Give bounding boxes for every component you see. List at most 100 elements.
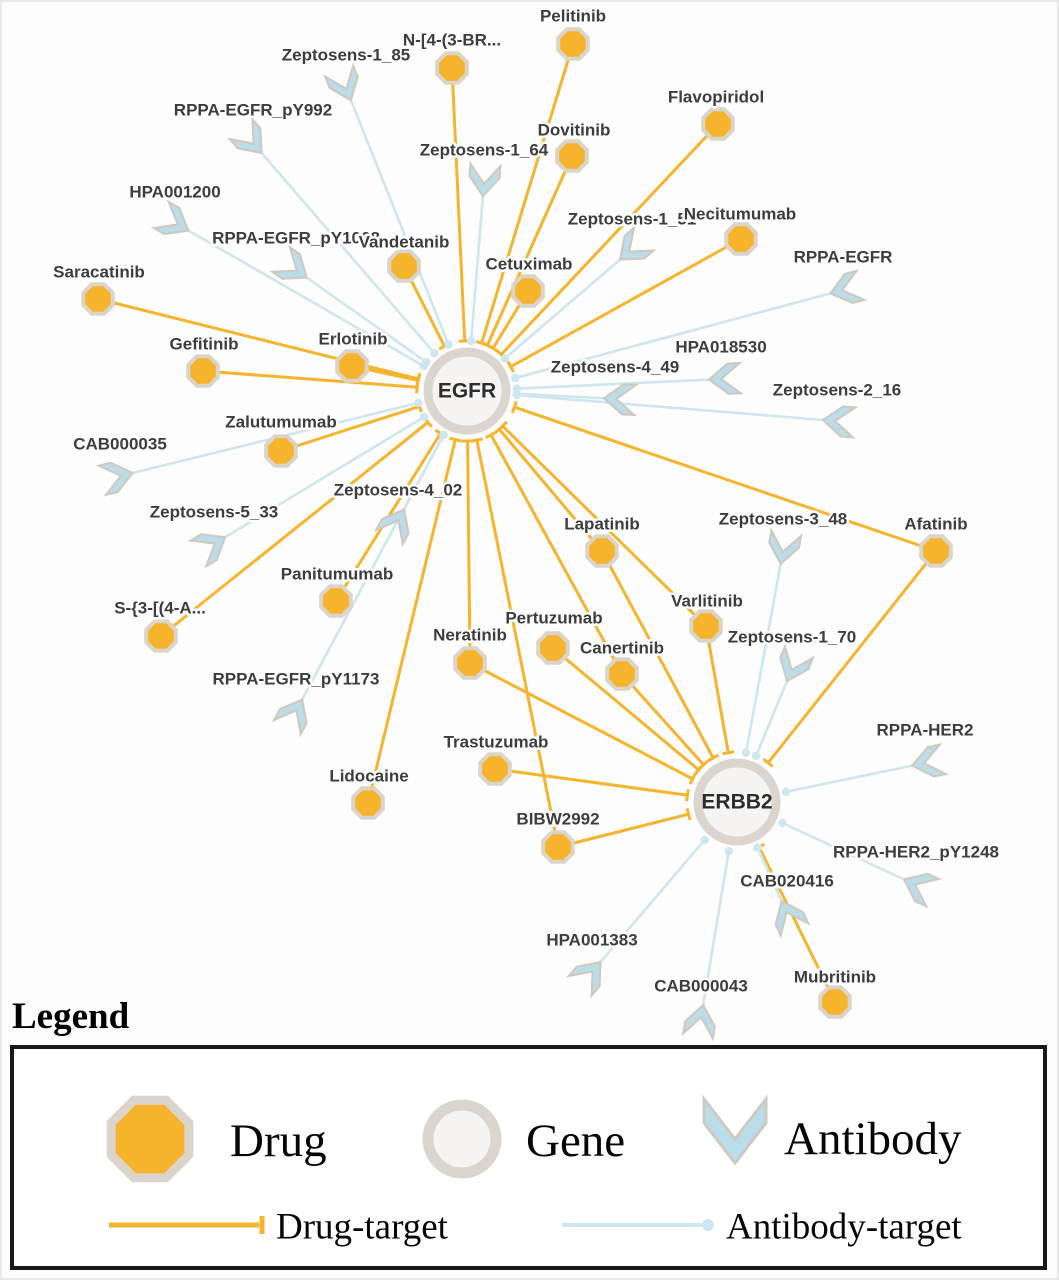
- drug-target-edge: [480, 43, 575, 344]
- node-label-zeptosens-4-49: Zeptosens-4_49: [551, 358, 680, 377]
- drug-target-tip: [497, 420, 508, 432]
- antibody-target-tip: [700, 835, 709, 845]
- drug-target-edge: [501, 425, 708, 628]
- drug-node-pelitinib: [556, 27, 590, 61]
- antibody-target-edge: [514, 288, 844, 380]
- drug-target-edge: [513, 405, 937, 553]
- drug-target-tip: [722, 750, 735, 756]
- gene-label-egfr: EGFR: [438, 380, 496, 403]
- antibody-node-rppa-egfr: [828, 268, 868, 305]
- antibody-node-hpa001200: [150, 199, 190, 236]
- drug-node-s-3-4-a: [144, 619, 178, 653]
- legend-label-antibody-target: Antibody-target: [726, 1207, 962, 1248]
- drug-target-tip: [487, 343, 499, 353]
- antibody-target-edge: [516, 392, 618, 401]
- antibody-target-edge: [516, 377, 723, 390]
- antibody-target-tip: [444, 340, 453, 349]
- edges-layer: [97, 43, 938, 1019]
- node-label-hpa018530: HPA018530: [675, 338, 766, 357]
- antibody-node-cab020416: [774, 899, 811, 939]
- antibody-target-tip: [422, 357, 431, 367]
- drug-node-bibw2992: [541, 830, 575, 864]
- node-label-zeptosens-1-64: Zeptosens-1_64: [420, 141, 549, 160]
- drug-node-flavopiridol: [701, 107, 735, 141]
- antibody-node-zeptosens-1-85: [323, 62, 359, 102]
- node-label-n-4-3-br: N-[4-(3-BR...: [403, 31, 501, 50]
- legend-label-drug-target: Drug-target: [276, 1207, 449, 1248]
- antibody-target-tip: [500, 354, 510, 363]
- node-label-zalutumumab: Zalutumumab: [225, 413, 336, 432]
- legend-title: Legend: [12, 996, 130, 1037]
- legend-box: Drug Gene Antibody Drug-target Antibody-…: [10, 1045, 1047, 1270]
- drug-target-edge: [202, 369, 418, 389]
- drug-node-dovitinib: [555, 139, 589, 173]
- antibody-target-tip: [751, 751, 761, 760]
- antibody-target-tip: [439, 430, 448, 440]
- drug-target-edge: [704, 625, 730, 754]
- antibody-target-edge: [176, 222, 425, 368]
- nodes-layer: [81, 27, 953, 1042]
- antibody-target-tip: [753, 843, 762, 852]
- antibody-node-zeptosens-1-64: [468, 160, 502, 198]
- drug-target-tip: [688, 772, 697, 785]
- drug-target-tip: [485, 430, 498, 440]
- antibody-node-hpa018530: [707, 361, 744, 395]
- antibody-target-edge: [785, 761, 926, 794]
- antibody-target-tip: [724, 847, 733, 856]
- node-label-panitumumab: Panitumumab: [281, 565, 393, 584]
- drug-target-edge: [486, 155, 574, 346]
- node-label-rppa-egfr: RPPA-EGFR: [794, 248, 893, 267]
- node-label-gefitinib: Gefitinib: [170, 335, 239, 354]
- node-label-dovitinib: Dovitinib: [538, 121, 611, 140]
- antibody-target-edge: [781, 821, 917, 887]
- drug-target-edge: [280, 404, 420, 453]
- node-label-vandetanib: Vandetanib: [359, 233, 450, 252]
- node-label-varlitinib: Varlitinib: [671, 592, 743, 611]
- antibody-node-zeptosens-1-70: [779, 643, 815, 683]
- node-label-zeptosens-1-70: Zeptosens-1_70: [728, 628, 857, 647]
- antibody-node-zeptosens-4-49: [602, 383, 640, 417]
- node-label-hpa001383: HPA001383: [546, 931, 637, 950]
- drug-target-tip: [415, 374, 421, 387]
- gene-node-egfr: [423, 347, 511, 435]
- node-label-trastuzumab: Trastuzumab: [444, 733, 549, 752]
- drug-node-zalutumumab: [264, 434, 298, 468]
- drug-node-necitumumab: [724, 222, 758, 256]
- antibody-node-zeptosens-1-51: [618, 224, 657, 261]
- gene-node-erbb2: [693, 758, 781, 846]
- node-label-rppa-egfr-py1173: RPPA-EGFR_pY1173: [213, 670, 380, 689]
- drug-node-panitumumab: [319, 584, 353, 618]
- drug-target-tip: [685, 789, 690, 802]
- node-label-lapatinib: Lapatinib: [564, 515, 640, 534]
- node-label-zeptosens-3-48: Zeptosens-3_48: [719, 510, 848, 529]
- node-label-rppa-her2-py1248: RPPA-HER2_pY1248: [833, 843, 999, 862]
- drug-target-edge: [500, 122, 720, 356]
- drug-target-edge: [469, 661, 694, 781]
- drug-target-edge: [466, 440, 472, 664]
- node-label-necitumumab: Necitumumab: [684, 205, 796, 224]
- drug-target-edge: [366, 439, 457, 804]
- node-label-canertinib: Canertinib: [580, 639, 664, 658]
- antibody-target-edge: [344, 87, 450, 346]
- antibody-target-edge: [213, 415, 425, 546]
- antibody-node-rppa-her2: [910, 742, 949, 778]
- labels-layer: EGFR ERBB2 Zeptosens-1_85RPPA-EGFR_pY992Ze…: [51, 4, 1002, 998]
- antibody-node-zeptosens-4-02: [373, 507, 410, 548]
- node-label-zeptosens-5-33: Zeptosens-5_33: [150, 503, 279, 522]
- antibody-target-edge: [516, 393, 837, 423]
- gene-label-erbb2: ERBB2: [701, 791, 772, 814]
- antibody-target-tip: [741, 748, 751, 757]
- drug-target-edge: [489, 434, 624, 675]
- antibody-target-edge: [754, 668, 794, 757]
- drug-target-tip: [762, 757, 774, 768]
- node-label-rppa-her2: RPPA-HER2: [877, 721, 974, 740]
- node-label-zeptosens-1-85: Zeptosens-1_85: [282, 46, 411, 65]
- antibody-node-zeptosens-3-48: [768, 527, 803, 566]
- node-label-rppa-egfr-py992: RPPA-EGFR_pY992: [174, 101, 332, 120]
- antibody-node-hpa001383: [566, 960, 602, 999]
- antibody-node-rppa-egfr-py1173: [271, 697, 308, 738]
- antibody-target-edge: [699, 851, 731, 1019]
- drug-target-edge: [494, 767, 688, 797]
- drug-target-edge: [766, 550, 938, 764]
